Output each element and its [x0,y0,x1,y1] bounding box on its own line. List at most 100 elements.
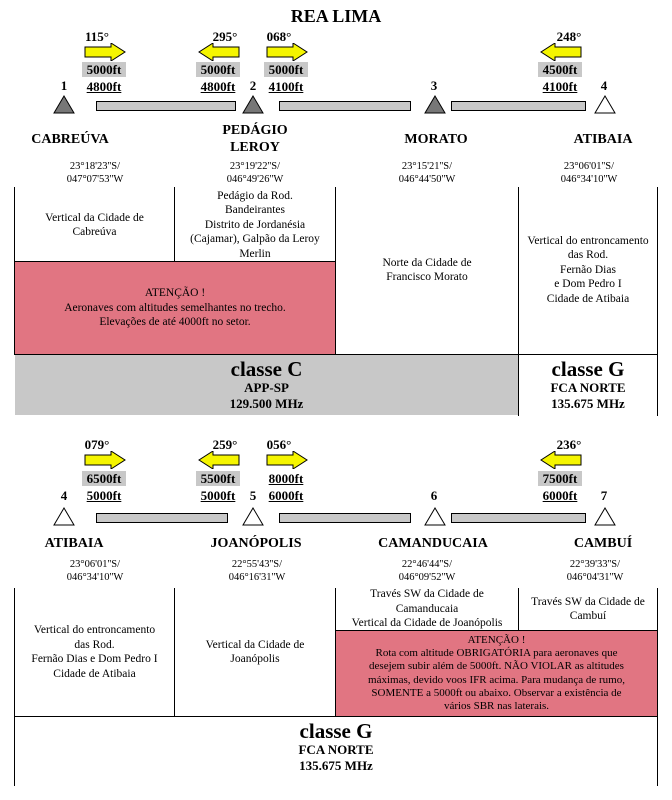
waypoint-latitude: 23°06'01''S/ [563,161,615,172]
waypoint-name: CABREÚVA [31,132,109,147]
heading-label: 068° [266,29,292,44]
heading-label: 248° [556,29,582,44]
max-altitude: 4500ft [538,62,582,77]
heading-label: 056° [266,437,292,452]
waypoint-number: 3 [430,78,438,93]
open-triangle-icon [53,507,75,526]
waypoint-number: 6 [430,488,438,503]
waypoint-name: MORATO [404,132,468,147]
waypoint-name: ATIBAIA [573,132,633,147]
filled-triangle-icon [53,95,75,114]
open-triangle-icon [594,507,616,526]
grid-line [14,187,15,354]
airspace-class-box: classe C APP-SP 129.500 MHz [15,355,518,415]
arrow-right-icon [266,451,308,469]
waypoint-number: 5 [249,488,257,503]
grid-line [14,716,657,717]
route-segment-bar [279,513,411,523]
arrow-right-icon [84,451,126,469]
heading-label: 079° [84,437,110,452]
max-altitude: 5000ft [82,62,126,77]
waypoint-latitude: 23°18'23''S/ [69,161,121,172]
waypoint-description: Pedágio da Rod. Bandeirantes Distrito de… [190,189,320,260]
waypoint-number: 7 [600,488,608,503]
arrow-left-icon [198,43,240,61]
heading-label: 236° [556,437,582,452]
airspace-class-box: classe G FCA NORTE 135.675 MHz [519,355,657,415]
open-triangle-icon [424,507,446,526]
min-altitude: 4100ft [268,79,304,94]
atc-unit: APP-SP [244,380,289,395]
waypoint-longitude: 046°09'52''W [398,572,456,583]
frequency: 129.500 MHz [229,396,304,411]
airspace-class: classe G [551,357,625,381]
waypoint-latitude: 22°39'33''S/ [569,559,621,570]
grid-line [14,354,657,355]
max-altitude: 7500ft [538,471,582,486]
filled-triangle-icon [242,95,264,114]
waypoint-description: Vertical da Cidade de Joanópolis [205,638,305,666]
airspace-class-box: classe G FCA NORTE 135.675 MHz [15,717,657,781]
min-altitude: 5000ft [86,488,122,503]
grid-line [518,588,519,630]
route-segment-bar [96,101,236,111]
waypoint-description: Través SW da Cidade de Cambuí [531,595,645,623]
airspace-class: classe G [299,719,373,743]
max-altitude: 6500ft [82,471,126,486]
waypoint-description: Vertical do entroncamento das Rod. Fernã… [527,234,649,305]
min-altitude: 4100ft [542,79,578,94]
waypoint-number: 4 [600,78,608,93]
waypoint-latitude: 23°06'01''S/ [69,559,121,570]
grid-line [14,588,15,786]
heading-label: 115° [85,29,109,44]
waypoint-number: 1 [60,78,68,93]
waypoint-name: JOANÓPOLIS [210,536,302,551]
max-altitude: 5000ft [264,62,308,77]
route-segment-bar [451,513,586,523]
grid-line [335,588,336,716]
waypoint-longitude: 046°16'31''W [228,572,286,583]
filled-triangle-icon [424,95,446,114]
arrow-right-icon [266,43,308,61]
max-altitude: 8000ft [268,471,304,486]
frequency: 135.675 MHz [299,758,373,773]
open-triangle-icon [242,507,264,526]
waypoint-latitude: 22°55'43''S/ [231,559,283,570]
min-altitude: 6000ft [542,488,578,503]
warning-box: ATENÇÃO ! Aeronaves com altitudes semelh… [15,261,335,354]
waypoint-latitude: 23°15'21''S/ [401,161,453,172]
waypoint-name: CAMBUÍ [573,536,633,551]
waypoint-name: PEDÁGIO LEROY [222,123,288,155]
grid-line [174,588,175,716]
waypoint-description: Través SW da Cidade de Camanducaia Verti… [351,588,503,630]
waypoint-latitude: 22°46'44''S/ [401,559,453,570]
waypoint-latitude: 23°19'22''S/ [229,161,281,172]
waypoint-name: CAMANDUCAIA [378,536,488,551]
waypoint-number: 2 [249,78,257,93]
frequency: 135.675 MHz [551,396,625,411]
waypoint-number: 4 [60,488,68,503]
waypoint-longitude: 046°04'31''W [566,572,624,583]
min-altitude: 4800ft [200,79,236,94]
heading-label: 259° [212,437,238,452]
waypoint-longitude: 047°07'53''W [66,174,124,185]
grid-line [657,187,658,416]
grid-line [335,187,336,354]
grid-line [518,187,519,416]
waypoint-longitude: 046°34'10''W [66,572,124,583]
airspace-class: classe C [230,357,303,381]
atc-unit: FCA NORTE [298,742,374,757]
heading-label: 295° [212,29,238,44]
route-segment-bar [451,101,586,111]
grid-line [657,588,658,786]
route-segment-bar [279,101,411,111]
waypoint-longitude: 046°44'50''W [398,174,456,185]
page-title: REA LIMA [290,6,382,26]
waypoint-description: Vertical do entroncamento das Rod. Fernã… [31,624,158,680]
waypoint-description: Vertical da Cidade de Cabreúva [45,211,144,239]
waypoint-longitude: 046°34'10''W [560,174,618,185]
arrow-left-icon [540,43,582,61]
max-altitude: 5000ft [196,62,240,77]
min-altitude: 6000ft [268,488,304,503]
max-altitude: 5500ft [196,471,240,486]
